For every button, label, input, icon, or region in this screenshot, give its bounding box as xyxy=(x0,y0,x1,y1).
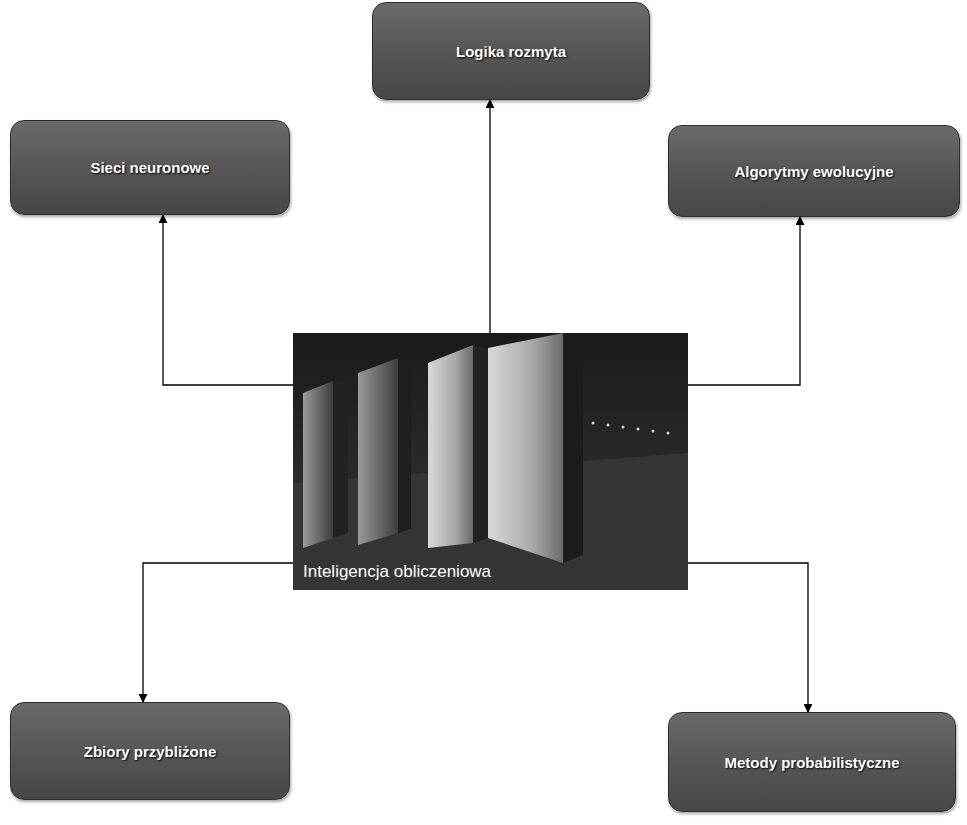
arrow-connector xyxy=(143,563,293,702)
box-label: Sieci neuronowe xyxy=(90,159,209,176)
arrow-connector xyxy=(163,215,293,385)
photo-caption: Inteligencja obliczeniowa xyxy=(303,562,491,582)
box-label: Zbiory przybliżone xyxy=(84,743,217,760)
box-label: Metody probabilistyczne xyxy=(724,754,899,771)
arrow-connector xyxy=(688,217,800,385)
central-photo: Inteligencja obliczeniowa xyxy=(293,333,688,590)
method-box: Logika rozmyta xyxy=(372,2,650,100)
method-box: Sieci neuronowe xyxy=(10,120,290,215)
method-box: Algorytmy ewolucyjne xyxy=(668,125,960,217)
arrow-connector xyxy=(688,563,808,712)
box-label: Logika rozmyta xyxy=(456,43,566,60)
method-box: Zbiory przybliżone xyxy=(10,702,290,800)
method-box: Metody probabilistyczne xyxy=(668,712,956,812)
box-label: Algorytmy ewolucyjne xyxy=(734,163,893,180)
server-photo xyxy=(293,333,688,590)
arrow-connector xyxy=(489,100,490,333)
